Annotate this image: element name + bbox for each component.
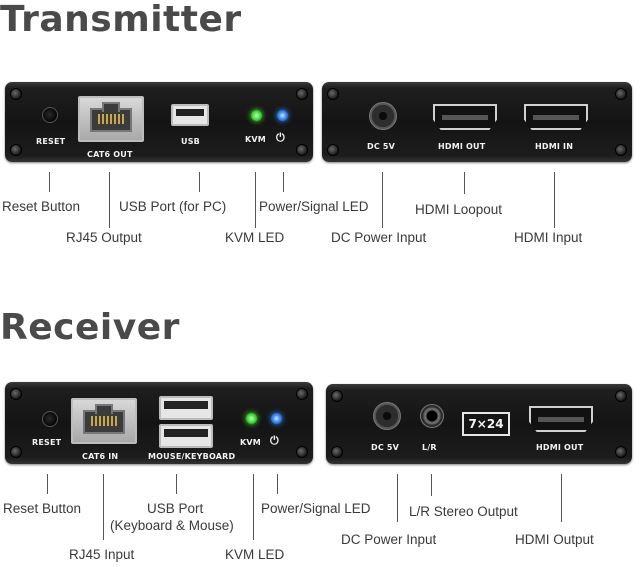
transmitter-back-panel: DC 5V HDMI OUT HDMI IN bbox=[322, 82, 632, 162]
screw-icon bbox=[10, 144, 22, 156]
hdmi-in-label: HDMI IN bbox=[535, 142, 574, 151]
hdmi-out-port bbox=[529, 406, 593, 432]
rj45-port bbox=[78, 96, 144, 142]
leader-line bbox=[561, 474, 562, 522]
annotation-rj45-input: RJ45 Input bbox=[69, 547, 135, 562]
reset-label: RESET bbox=[36, 137, 66, 146]
power-led-icon bbox=[277, 110, 288, 121]
annotation-rj45-output: RJ45 Output bbox=[66, 230, 142, 245]
receiver-back-panel: DC 5V L/R 7×24 HDMI OUT bbox=[326, 384, 632, 464]
screw-icon bbox=[327, 144, 339, 156]
reset-button bbox=[42, 411, 58, 427]
dc-jack bbox=[373, 402, 401, 430]
dc-label: DC 5V bbox=[371, 443, 400, 452]
leader-line bbox=[464, 172, 465, 194]
receiver-title: Receiver bbox=[0, 307, 180, 348]
leader-line bbox=[277, 474, 278, 494]
mouse-keyboard-label: MOUSE/KEYBOARD bbox=[148, 452, 236, 461]
screw-icon bbox=[296, 144, 308, 156]
hdmi-out-label: HDMI OUT bbox=[438, 142, 486, 151]
power-led-icon bbox=[271, 413, 282, 424]
rj45-port bbox=[71, 398, 137, 444]
leader-line bbox=[49, 172, 50, 192]
screw-icon bbox=[296, 88, 308, 100]
kvm-label: KVM bbox=[240, 438, 261, 447]
annotation-lr-stereo: L/R Stereo Output bbox=[409, 504, 518, 519]
annotation-power-led: Power/Signal LED bbox=[261, 501, 371, 516]
annotation-reset-button: Reset Button bbox=[3, 501, 82, 516]
annotation-hdmi-output: HDMI Output bbox=[515, 532, 594, 547]
leader-line bbox=[431, 474, 432, 496]
audio-jack bbox=[420, 404, 444, 428]
screw-icon bbox=[615, 446, 627, 458]
annotation-power-led: Power/Signal LED bbox=[259, 199, 369, 214]
cat6-out-label: CAT6 OUT bbox=[87, 150, 133, 159]
power-icon: ⏻ bbox=[270, 434, 279, 447]
annotation-kvm-led: KVM LED bbox=[225, 230, 285, 245]
usb-port-upper bbox=[159, 396, 213, 420]
screw-icon bbox=[615, 390, 627, 402]
leader-line bbox=[283, 172, 284, 192]
screw-icon bbox=[327, 88, 339, 100]
kvm-led-icon bbox=[251, 110, 262, 121]
dc-label: DC 5V bbox=[367, 142, 396, 151]
annotation-usb-port: USB Port bbox=[147, 501, 204, 516]
always-on-badge: 7×24 bbox=[462, 412, 510, 436]
annotation-dc-input: DC Power Input bbox=[341, 532, 437, 547]
annotation-usb-port-detail: (Keyboard & Mouse) bbox=[110, 518, 234, 533]
leader-line bbox=[382, 172, 383, 228]
leader-line bbox=[554, 172, 555, 228]
kvm-label: KVM bbox=[245, 135, 266, 144]
hdmi-out-label: HDMI OUT bbox=[536, 443, 584, 452]
kvm-led-icon bbox=[246, 413, 257, 424]
screw-icon bbox=[296, 388, 308, 400]
annotation-usb-port: USB Port (for PC) bbox=[119, 199, 227, 214]
power-icon: ⏻ bbox=[276, 131, 285, 144]
reset-label: RESET bbox=[32, 438, 62, 447]
leader-line bbox=[176, 474, 177, 494]
hdmi-out-port bbox=[433, 104, 497, 130]
screw-icon bbox=[615, 144, 627, 156]
screw-icon bbox=[331, 390, 343, 402]
leader-line bbox=[109, 172, 110, 228]
cat6-in-label: CAT6 IN bbox=[82, 452, 119, 461]
annotation-dc-input: DC Power Input bbox=[331, 230, 427, 245]
leader-line bbox=[47, 474, 48, 494]
screw-icon bbox=[615, 88, 627, 100]
receiver-front-panel: RESET CAT6 IN MOUSE/KEYBOARD KVM ⏻ bbox=[5, 382, 313, 464]
annotation-hdmi-loopout: HDMI Loopout bbox=[415, 202, 503, 217]
annotation-hdmi-input: HDMI Input bbox=[514, 230, 583, 245]
usb-label: USB bbox=[181, 137, 200, 146]
reset-button bbox=[42, 107, 58, 123]
lr-label: L/R bbox=[422, 443, 437, 452]
screw-icon bbox=[331, 446, 343, 458]
leader-line bbox=[199, 172, 200, 192]
leader-line bbox=[253, 474, 254, 540]
hdmi-in-port bbox=[524, 104, 588, 130]
transmitter-title: Transmitter bbox=[0, 0, 242, 40]
leader-line bbox=[397, 474, 398, 522]
dc-jack bbox=[369, 102, 397, 130]
screw-icon bbox=[10, 446, 22, 458]
transmitter-front-panel: RESET CAT6 OUT USB KVM ⏻ bbox=[5, 82, 313, 162]
screw-icon bbox=[10, 388, 22, 400]
leader-line bbox=[255, 172, 256, 228]
usb-port-lower bbox=[159, 424, 213, 448]
leader-line bbox=[103, 474, 104, 540]
annotation-kvm-led: KVM LED bbox=[225, 547, 285, 562]
screw-icon bbox=[296, 446, 308, 458]
usb-port bbox=[171, 104, 209, 126]
annotation-reset-button: Reset Button bbox=[2, 199, 81, 214]
screw-icon bbox=[10, 88, 22, 100]
